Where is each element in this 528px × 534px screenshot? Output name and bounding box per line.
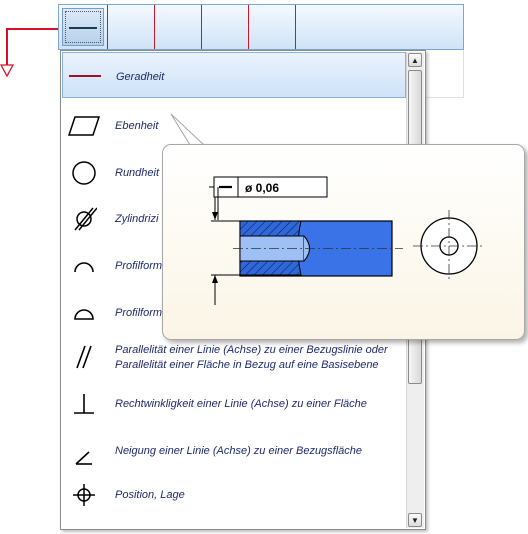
position-icon xyxy=(66,480,102,510)
item-label: Parallelität einer Linie (Achse) zu eine… xyxy=(115,344,388,356)
angularity-icon xyxy=(66,442,102,472)
list-item[interactable]: Rundheit xyxy=(62,155,406,201)
toolbar-cell-4[interactable] xyxy=(201,5,249,49)
parallelism-icon xyxy=(66,342,102,372)
item-label: Neigung einer Linie (Achse) zu einer Bez… xyxy=(115,445,363,457)
tooltip-pointer xyxy=(170,113,206,146)
surface-profile-icon xyxy=(66,298,102,328)
item-label: Rechtwinkligkeit einer Linie (Achse) zu … xyxy=(115,398,367,410)
cylindricity-icon xyxy=(66,204,102,234)
arrow-down-icon xyxy=(0,64,14,78)
flatness-icon xyxy=(66,111,102,141)
toolbar-cell-2[interactable] xyxy=(107,5,155,49)
item-label: Rundheit xyxy=(115,167,160,179)
toolbar-cell-3[interactable] xyxy=(154,5,202,49)
flow-arrow-horizontal xyxy=(6,28,58,30)
list-item[interactable]: Ebenheit xyxy=(62,108,406,154)
item-label: Position, Lage xyxy=(115,489,185,501)
straightness-icon xyxy=(67,61,103,91)
item-label: Profilform xyxy=(115,260,163,272)
toolbar-cell-5[interactable] xyxy=(248,5,296,49)
background-panel xyxy=(426,50,464,98)
straightness-tool-button[interactable] xyxy=(62,8,104,46)
item-label: Profilform xyxy=(115,307,163,319)
list-item[interactable]: Rechtwinkligkeit einer Linie (Achse) zu … xyxy=(62,384,406,430)
scroll-down-button[interactable]: ▼ xyxy=(408,513,422,527)
list-item[interactable]: Zylindrizi xyxy=(62,202,406,248)
list-item[interactable]: Neigung einer Linie (Achse) zu einer Bez… xyxy=(62,431,406,477)
focus-rect xyxy=(65,11,101,43)
flow-arrow-vertical xyxy=(6,28,8,66)
straightness-icon xyxy=(69,27,97,29)
symbol-preview-tooltip: ø 0,06 xyxy=(162,144,525,340)
toolbar-cell-6[interactable] xyxy=(295,5,343,49)
tolerance-toolbar xyxy=(58,4,464,50)
circularity-icon xyxy=(66,158,102,188)
item-label-line2: Parallelität einer Fläche in Bezug auf e… xyxy=(115,359,379,371)
tolerance-value: ø 0,06 xyxy=(245,181,279,195)
straightness-example-drawing: ø 0,06 xyxy=(209,176,485,305)
item-label: Zylindrizi xyxy=(115,213,159,225)
list-item[interactable]: Profilform xyxy=(62,296,406,342)
item-label: Geradheit xyxy=(116,71,165,83)
perpendicularity-icon xyxy=(66,389,102,419)
list-item[interactable]: Geradheit xyxy=(62,52,406,98)
list-item[interactable]: Profilform xyxy=(62,249,406,295)
list-item[interactable]: Position, Lage xyxy=(62,478,406,524)
scroll-up-button[interactable]: ▲ xyxy=(408,53,422,67)
item-label: Ebenheit xyxy=(115,120,159,132)
list-item[interactable]: Parallelität einer Linie (Achse) zu eine… xyxy=(62,337,406,383)
line-profile-icon xyxy=(66,251,102,281)
